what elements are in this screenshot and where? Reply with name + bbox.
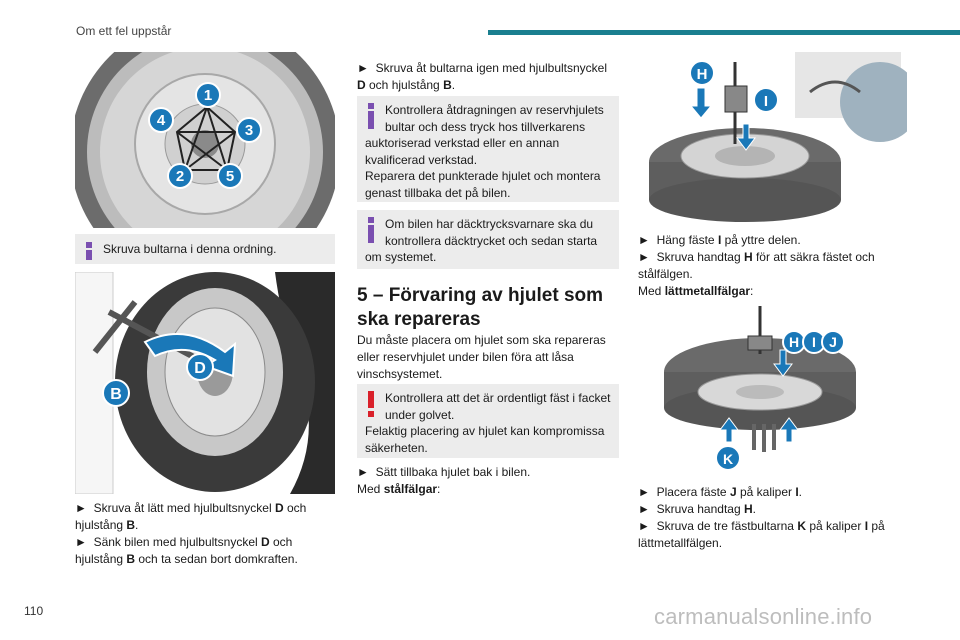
warning-note: Kontrollera att det är ordentligt fäst i… (357, 384, 619, 458)
callout-4 (148, 107, 174, 133)
label-2: 2 (176, 168, 184, 185)
info-marker-icon (365, 102, 379, 130)
section-heading: 5 – Förvaring av hjulet som ska reparera… (357, 285, 604, 330)
info-note-tyre-pressure: Om bilen har däcktrycksvarnare ska du ko… (357, 210, 619, 269)
info-marker-icon (365, 216, 379, 244)
label-h: H (789, 334, 799, 350)
step-screw-bolts: ► Skruva de tre fästbultarna K på kalipe… (638, 519, 885, 550)
step-tighten-lightly: ► Skruva åt lätt med hjulbultsnyckel D o… (75, 501, 307, 532)
label-3: 3 (245, 122, 253, 139)
info-note-bolt-order: Skruva bultarna i denna ordning. (75, 234, 335, 264)
label-5: 5 (226, 168, 234, 185)
callout-3 (236, 117, 262, 143)
label-j: J (829, 334, 837, 350)
steel-rims-label: Med stålfälgar: (357, 482, 441, 496)
note-text: Skruva bultarna i denna ordning. (103, 242, 277, 256)
figure-wrench-wheel: B D (75, 272, 335, 494)
label-d: D (194, 360, 206, 377)
label-i: I (764, 93, 768, 110)
callout-k (715, 445, 741, 471)
section-intro: Du måste placera om hjulet som ska repar… (357, 333, 606, 381)
step-place-bracket: ► Placera fäste J på kaliper I. (638, 485, 803, 499)
label-4: 4 (157, 112, 166, 129)
step-screw-handle-h: ► Skruva handtag H. (638, 502, 756, 516)
header-accent-bar (488, 30, 960, 35)
step-hang-bracket: ► Häng fäste I på yttre delen. (638, 233, 801, 247)
steps-alloy: ► Placera fäste J på kaliper I. ► Skruva… (638, 484, 900, 552)
callout-h (689, 60, 715, 86)
callout-2 (167, 163, 193, 189)
figure-bolt-order: 1 2 3 4 5 (75, 52, 335, 228)
callout-b (102, 379, 130, 407)
info-note-spare-wheel: Kontrollera åtdragningen av reservhjulet… (357, 96, 619, 202)
watermark: carmanualsonline.info (654, 604, 873, 629)
page-header-title: Om ett fel uppstår (76, 24, 172, 38)
label-b: B (110, 386, 122, 403)
step-retighten: ► Skruva åt bultarna igen med hjulbultsn… (357, 61, 608, 92)
figure-steel-rim-storage: H I (645, 52, 920, 224)
callout-1 (195, 82, 221, 108)
callout-5 (217, 163, 243, 189)
label-k: K (723, 451, 733, 467)
label-i: I (812, 334, 816, 350)
warning-marker-icon (365, 390, 379, 418)
step-lower-car: ► Sänk bilen med hjulbultsnyckel D och h… (75, 535, 298, 566)
callout-j (821, 330, 845, 354)
alloy-rims-label: Med lättmetallfälgar: (638, 284, 754, 298)
step-screw-handle: ► Skruva handtag H för att säkra fästet … (638, 250, 875, 281)
step-put-back: ► Sätt tillbaka hjulet bak i bilen. (357, 465, 531, 479)
steps-col1: ► Skruva åt lätt med hjulbultsnyckel D o… (75, 500, 337, 568)
page-number: 110 (24, 604, 44, 618)
label-1: 1 (204, 87, 212, 104)
steps-col2: ► Sätt tillbaka hjulet bak i bilen. Med … (357, 464, 619, 498)
steps-steel: ► Häng fäste I på yttre delen. ► Skruva … (638, 232, 900, 300)
callout-i (753, 87, 779, 113)
label-h: H (697, 66, 708, 83)
figure-alloy-rim-storage: H I J K (660, 306, 860, 472)
info-marker-icon (83, 241, 97, 260)
callout-d (186, 353, 214, 381)
